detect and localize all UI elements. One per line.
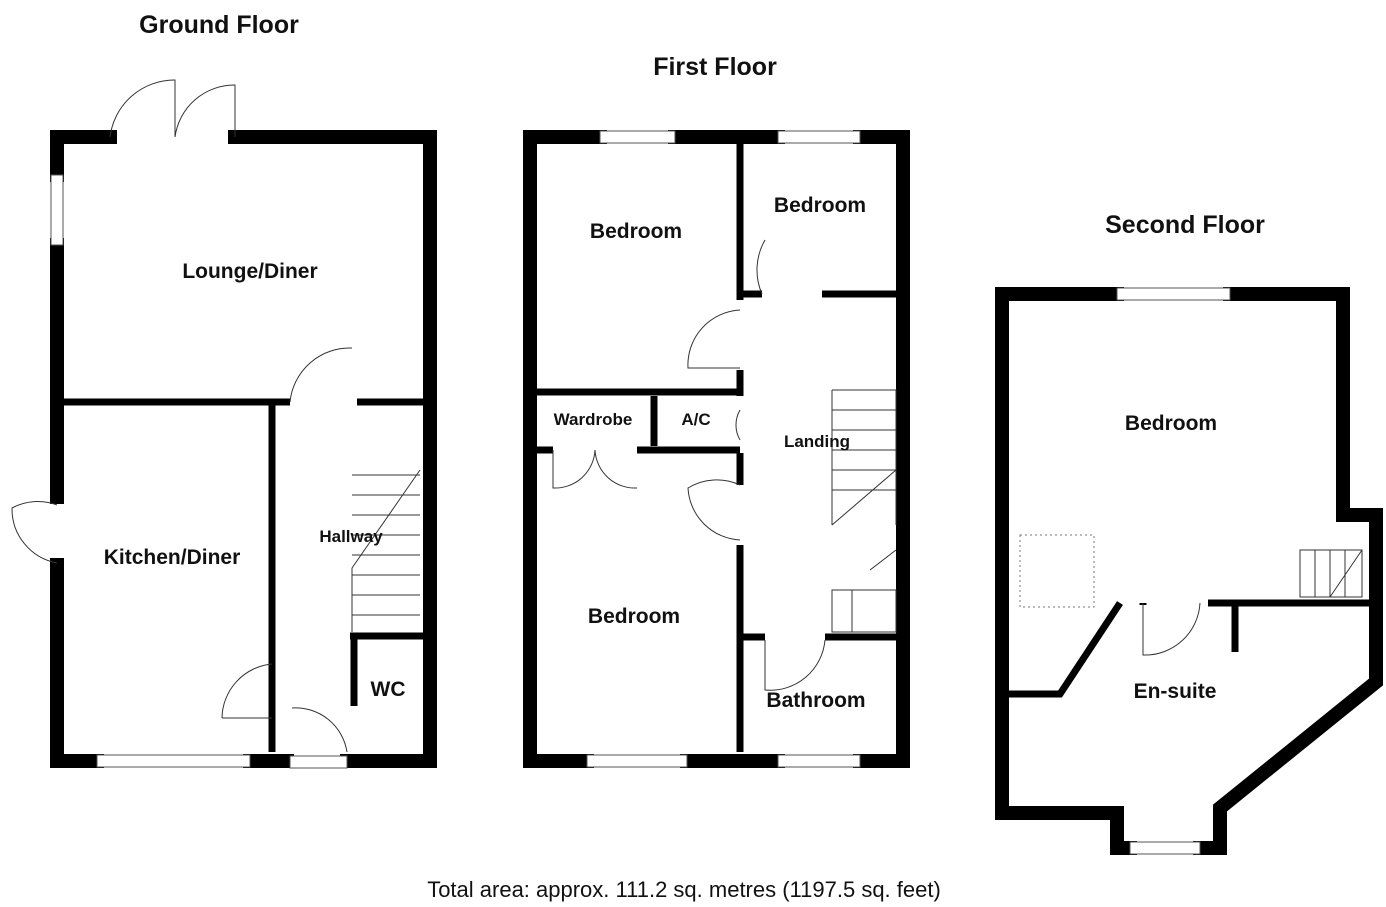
room-bedroom-loft: Bedroom <box>1125 412 1217 435</box>
window <box>1129 841 1201 855</box>
second-floor-title: Second Floor <box>1105 211 1265 239</box>
first-floor-title: First Floor <box>653 53 777 81</box>
first-interior-walls <box>537 144 896 752</box>
room-wardrobe: Wardrobe <box>554 410 633 429</box>
room-lounge-diner: Lounge/Diner <box>182 260 317 283</box>
room-bathroom: Bathroom <box>766 689 865 712</box>
room-wc: WC <box>371 678 406 701</box>
door <box>1142 602 1201 656</box>
room-bedroom-small: Bedroom <box>774 194 866 217</box>
hallway-stairs <box>351 469 421 632</box>
room-ensuite: En-suite <box>1134 680 1217 703</box>
ground-outer-walls <box>50 130 437 768</box>
ground-floor-plan: Lounge/Diner Kitchen/Diner Hallway WC <box>11 79 437 769</box>
room-bedroom-front: Bedroom <box>590 220 682 243</box>
front-door <box>289 755 348 769</box>
room-landing: Landing <box>784 432 850 451</box>
ground-interior-walls <box>64 398 424 752</box>
window <box>777 130 861 144</box>
doors <box>552 239 826 691</box>
window <box>96 754 251 768</box>
window <box>50 174 64 246</box>
landing-stairs <box>831 389 897 633</box>
total-area: Total area: approx. 111.2 sq. metres (11… <box>427 877 941 902</box>
french-doors <box>109 79 236 138</box>
second-stairs <box>1299 549 1363 598</box>
skylight <box>1019 534 1095 608</box>
window <box>1116 287 1231 301</box>
doors <box>221 347 353 753</box>
second-floor-plan: Bedroom En-suite <box>995 287 1383 855</box>
window <box>586 754 688 768</box>
room-bedroom-rear: Bedroom <box>588 605 680 628</box>
room-kitchen-diner: Kitchen/Diner <box>104 546 241 569</box>
window <box>777 754 861 768</box>
room-ac: A/C <box>681 410 710 429</box>
second-outer-walls <box>995 287 1383 855</box>
ground-floor-title: Ground Floor <box>139 11 299 39</box>
window <box>599 130 676 144</box>
first-outer-walls <box>523 130 910 768</box>
room-hallway: Hallway <box>319 527 383 546</box>
side-door <box>11 501 58 564</box>
first-floor-plan: Bedroom Bedroom Bedroom Wardrobe A/C Lan… <box>523 130 910 768</box>
